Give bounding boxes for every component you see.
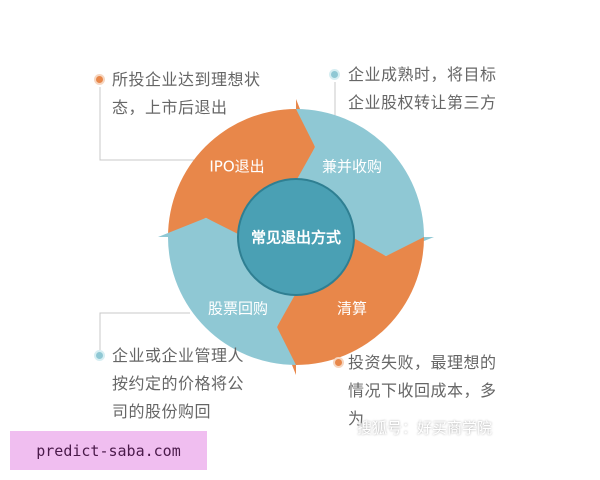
note-line: 企业股权转让第三方	[348, 93, 497, 112]
note-line: 为	[348, 409, 365, 428]
segment-label-liquidation: 清算	[336, 299, 368, 318]
note-line: 按约定的价格将公	[112, 374, 245, 393]
note-ipo: 所投企业达到理想状 态，上市后退出	[112, 66, 261, 122]
bullet-icon	[96, 76, 103, 83]
segment-buyback	[158, 217, 296, 365]
segment-ipo	[168, 99, 316, 237]
center-label: 常见退出方式	[250, 228, 342, 247]
center-circle	[237, 178, 355, 296]
note-line: 所投企业达到理想状	[112, 70, 261, 89]
note-line: 情况下收回成本，多	[348, 381, 497, 400]
note-merger: 企业成熟时，将目标 企业股权转让第三方	[348, 61, 497, 117]
watermark: 搜狐号：好买商学院	[357, 419, 493, 437]
note-line: 司的股份购回	[112, 402, 212, 421]
bullet-icon	[331, 71, 338, 78]
segment-liquidation	[276, 237, 424, 375]
leader-line-ipo	[99, 87, 200, 161]
note-line: 企业成熟时，将目标	[348, 65, 497, 84]
segment-label-buyback: 股票回购	[207, 299, 269, 318]
note-line: 投资失败，最理想的	[348, 353, 497, 372]
bullet-icon	[96, 352, 103, 359]
segment-label-ipo: IPO退出	[209, 157, 265, 176]
bullet-icon	[335, 359, 342, 366]
note-line: 企业或企业管理人	[112, 346, 245, 365]
note-line: 态，上市后退出	[112, 98, 228, 117]
site-label: predict-saba.com	[10, 431, 207, 470]
segment-label-merger: 兼并收购	[321, 157, 383, 176]
note-liquidation: 投资失败，最理想的 情况下收回成本，多 为	[348, 349, 497, 433]
note-buyback: 企业或企业管理人 按约定的价格将公 司的股份购回	[112, 342, 244, 426]
leader-line-buyback	[99, 312, 190, 350]
segment-merger	[296, 109, 434, 257]
